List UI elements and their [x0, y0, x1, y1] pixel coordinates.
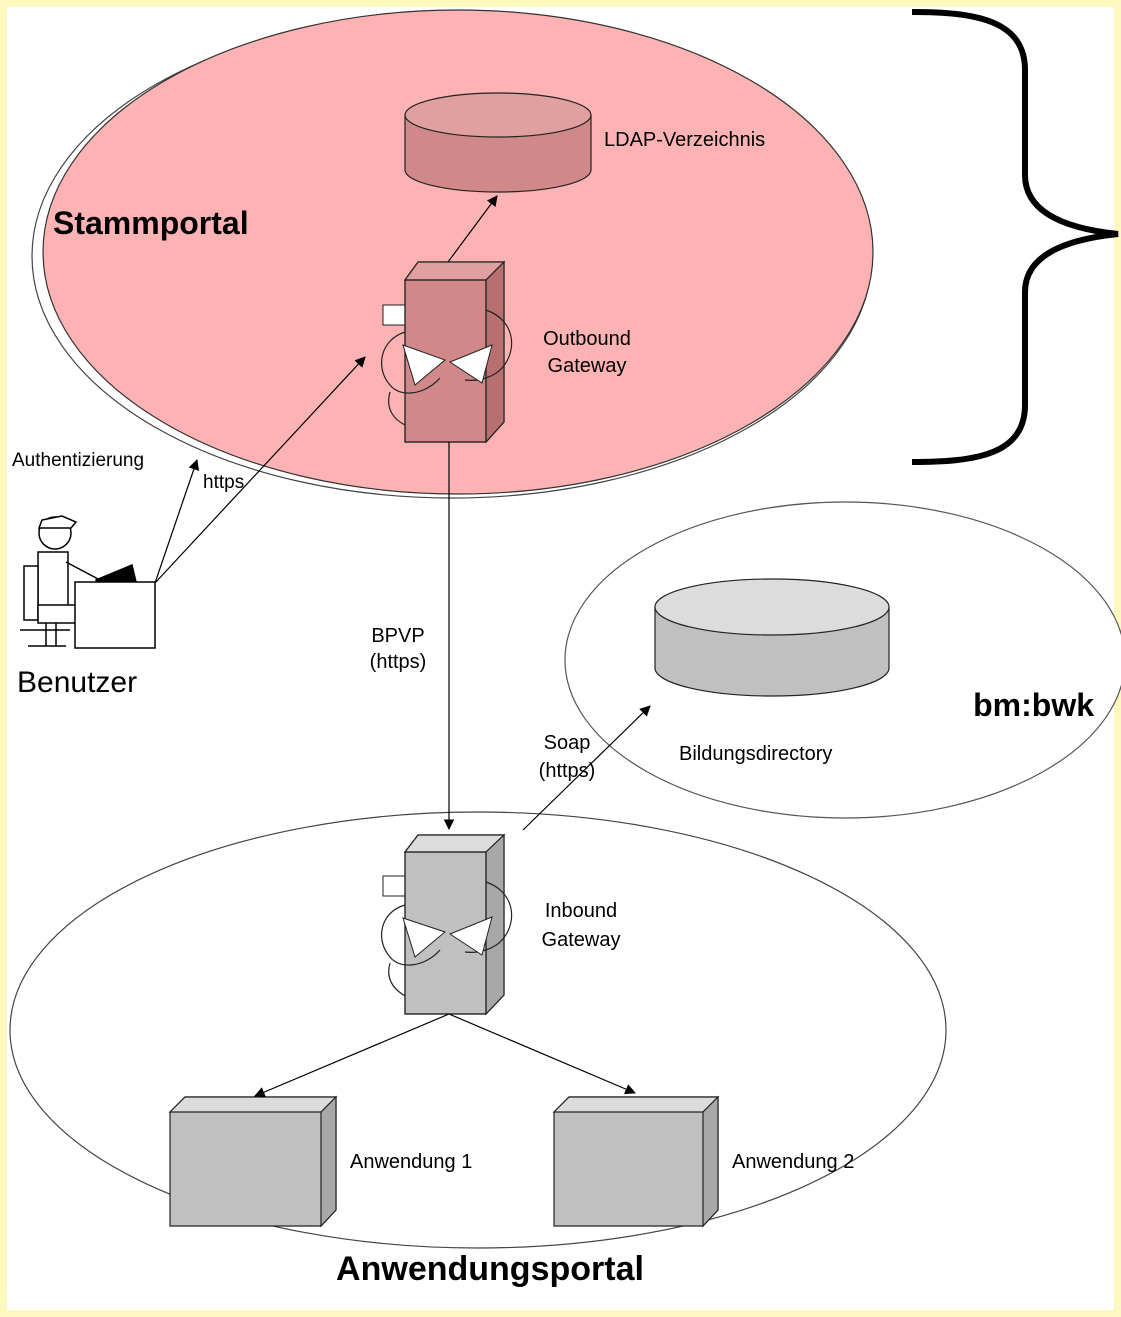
inbound-label-line2: Gateway — [542, 929, 621, 951]
gateway-to-ldap-arrow — [447, 195, 498, 263]
to-anwendung-1-arrow — [254, 1013, 450, 1098]
inbound-label-line1: Inbound — [545, 900, 617, 922]
https-label: https — [203, 472, 244, 493]
anwendung-1-icon — [168, 1095, 338, 1228]
authentizierung-label: Authentizierung — [12, 450, 144, 471]
bpvp-label-line1: BPVP — [371, 625, 424, 647]
curly-brace — [911, 9, 1119, 465]
user-authentication-arrow — [154, 458, 199, 584]
soap-arrow — [522, 705, 651, 831]
ldap-database-icon — [404, 92, 592, 193]
user-icon — [20, 515, 156, 649]
soap-label-line2: (https) — [539, 760, 596, 782]
outbound-label-line2: Gateway — [548, 355, 627, 377]
soap-label-line1: Soap — [544, 732, 591, 754]
bpvp-label-line2: (https) — [370, 651, 427, 673]
stammportal-label: Stammportal — [53, 205, 249, 241]
benutzer-label: Benutzer — [17, 666, 137, 699]
stammportal-zone — [42, 9, 874, 495]
to-anwendung-2-arrow — [448, 1013, 636, 1095]
inbound-gateway-icon — [381, 833, 513, 1016]
anwendungsportal-label: Anwendungsportal — [336, 1250, 644, 1288]
anwendung-1-label: Anwendung 1 — [350, 1151, 472, 1173]
outbound-gateway-icon — [381, 260, 513, 444]
bmbwk-label: bm:bwk — [973, 687, 1094, 723]
ldap-label: LDAP-Verzeichnis — [604, 129, 765, 151]
bildungsdirectory-database-icon — [654, 578, 890, 697]
bildungsdirectory-label: Bildungsdirectory — [679, 743, 832, 765]
anwendung-2-icon — [552, 1095, 720, 1228]
outbound-label-line1: Outbound — [543, 328, 631, 350]
user-to-gateway-arrow — [154, 356, 366, 584]
anwendung-2-label: Anwendung 2 — [732, 1151, 854, 1173]
